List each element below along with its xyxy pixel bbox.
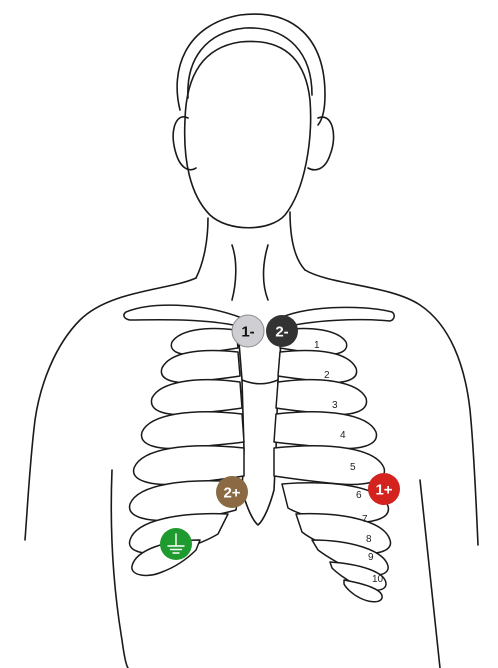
left-flank: [111, 470, 128, 668]
rib-number: 3: [332, 400, 338, 411]
rib-number: 5: [350, 462, 356, 473]
electrode-1-minus: 1-: [232, 315, 264, 347]
electrode-2-minus: 2-: [266, 315, 298, 347]
rib-number: 6: [356, 490, 362, 501]
rib-number: 10: [372, 574, 384, 585]
electrode-label: 2-: [275, 324, 288, 341]
electrode-label: 1+: [375, 482, 392, 499]
electrode-label: 1-: [241, 324, 254, 341]
right-rib-4: [274, 412, 376, 449]
right-flank: [420, 480, 440, 668]
right-ear: [308, 117, 334, 170]
left-clavicle: [124, 305, 243, 326]
electrode-ground: [160, 528, 192, 560]
neck-front: [232, 245, 236, 300]
rib-number: 2: [324, 370, 330, 381]
neck-right: [290, 212, 305, 270]
left-rib-4: [142, 412, 244, 449]
hair-inner: [188, 28, 312, 98]
rib-number: 9: [368, 552, 374, 563]
sternum-inner: [242, 380, 278, 384]
neck-left: [196, 218, 208, 278]
left-rib-3: [151, 380, 242, 415]
rib-number: 7: [362, 514, 368, 525]
rib-number: 1: [314, 340, 320, 351]
electrode-1-plus: 1+: [368, 473, 400, 505]
rib-number: 8: [366, 534, 372, 545]
rib-number: 4: [340, 430, 346, 441]
right-rib-5: [274, 446, 384, 485]
hair-outline: [177, 14, 325, 125]
electrode-label: 2+: [223, 485, 240, 502]
left-rib-2: [161, 351, 240, 383]
neck-front-2: [264, 245, 269, 300]
electrode-2-plus: 2+: [216, 476, 248, 508]
right-rib-2: [278, 351, 357, 383]
head-outline: [185, 41, 311, 227]
right-rib-3: [276, 380, 367, 415]
